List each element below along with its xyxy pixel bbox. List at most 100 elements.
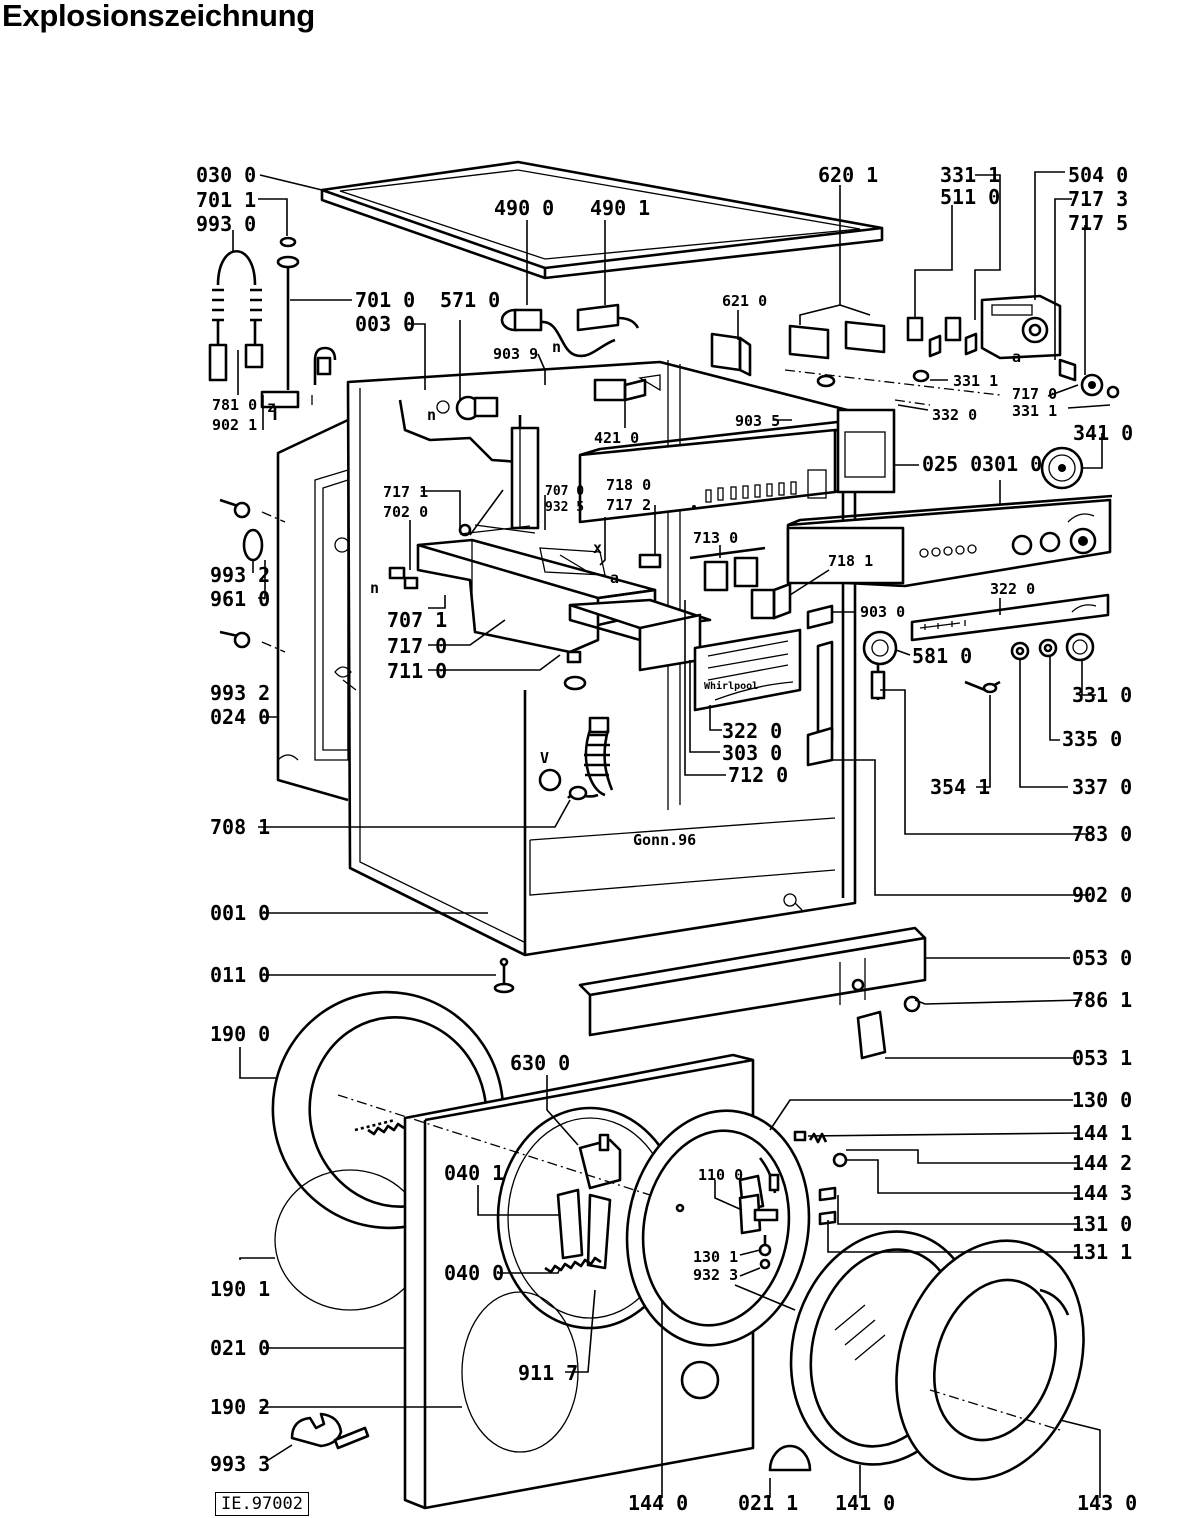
document-id-box: IE.97002	[215, 1492, 309, 1516]
decor-strip-drawing	[910, 593, 1110, 642]
mark-n1: n	[552, 338, 561, 356]
label-911-7: 911 7	[518, 1361, 578, 1385]
suppressor-drawing: n	[500, 303, 640, 358]
label-303-0: 303 0	[722, 741, 782, 765]
side-panel-drawing	[276, 418, 357, 802]
label-903-9: 903 9	[493, 345, 538, 363]
wrench-993-3-drawing	[290, 1412, 370, 1450]
label-331-1-top: 331 1	[940, 163, 1000, 187]
label-110-0: 110 0	[698, 1166, 743, 1184]
part-713-drawing	[638, 546, 766, 592]
label-011-0: 011 0	[210, 963, 270, 987]
mark-a2: a	[610, 569, 619, 587]
label-130-1: 130 1	[693, 1248, 738, 1266]
label-024-0: 024 0	[210, 705, 270, 729]
pressure-switch-571: n	[427, 395, 499, 424]
label-331-1-mid: 331 1	[953, 372, 998, 390]
label-717-1: 717 1	[383, 483, 428, 501]
label-001-0: 001 0	[210, 901, 270, 925]
hose-708-drawing: V	[538, 716, 614, 801]
construction-lines	[261, 399, 1061, 1431]
dispenser-housing-drawing: x a n	[370, 523, 657, 691]
label-040-1: 040 1	[444, 1161, 504, 1185]
mark-n2: n	[427, 406, 436, 424]
label-131-1: 131 1	[1072, 1240, 1132, 1264]
mark-a1: a	[1012, 348, 1021, 366]
label-025-0: 025 0	[922, 452, 982, 476]
label-141-0: 141 0	[835, 1491, 895, 1515]
label-713-0: 713 0	[693, 529, 738, 547]
manufacture-stamp: Gonn.96	[633, 831, 696, 849]
screws-993-2-drawing	[219, 498, 264, 649]
part-labels: 030 0 701 1 993 0 701 0 003 0 571 0 490 …	[196, 163, 1137, 1515]
bracket-783-drawing	[806, 640, 834, 767]
timer-block-drawing: a	[906, 294, 1120, 399]
page-title: Explosionszeichnung	[2, 0, 315, 33]
label-712-0: 712 0	[728, 763, 788, 787]
label-718-0: 718 0	[606, 476, 651, 494]
part-786-053-1-drawing	[856, 995, 921, 1060]
label-322-0-center: 322 0	[722, 719, 782, 743]
label-504-0: 504 0	[1068, 163, 1128, 187]
label-932-3: 932 3	[693, 1266, 738, 1284]
label-993-0: 993 0	[196, 212, 256, 236]
part-621-drawing	[710, 332, 752, 377]
foot-011-drawing	[493, 957, 515, 994]
label-711-0: 711 0	[387, 659, 447, 683]
label-701-0: 701 0	[355, 288, 415, 312]
label-144-0: 144 0	[628, 1491, 688, 1515]
part-354-drawing	[964, 680, 1001, 694]
kick-plate-053-drawing	[578, 926, 927, 1037]
label-781-0: 781 0	[212, 396, 257, 414]
label-143-0: 143 0	[1077, 1491, 1137, 1515]
door-ring-144-drawing	[625, 1109, 811, 1347]
label-335-0: 335 0	[1062, 727, 1122, 751]
label-717-0-mid: 717 0	[387, 634, 447, 658]
program-buttons	[919, 544, 977, 558]
label-030-0: 030 0	[196, 163, 256, 187]
label-701-1: 701 1	[196, 188, 256, 212]
label-144-3: 144 3	[1072, 1181, 1132, 1205]
label-718-1: 718 1	[828, 552, 873, 570]
front-panel-301-drawing	[786, 494, 1113, 588]
label-322-0-right: 322 0	[990, 580, 1035, 598]
label-903-0: 903 0	[860, 603, 905, 621]
label-717-5: 717 5	[1068, 211, 1128, 235]
mark-n-left: n	[370, 579, 379, 597]
label-786-1: 786 1	[1072, 988, 1132, 1012]
label-421-0: 421 0	[594, 429, 639, 447]
label-902-1: 902 1	[212, 416, 257, 434]
label-490-0: 490 0	[494, 196, 554, 220]
label-130-0: 130 0	[1072, 1088, 1132, 1112]
door-frame-143-drawing	[895, 1239, 1085, 1481]
spring-911-drawing	[367, 1122, 602, 1274]
label-717-2: 717 2	[606, 496, 651, 514]
pressure-switch-581	[862, 630, 898, 700]
hinge-040-drawing	[556, 1188, 612, 1270]
label-993-2-upper: 993 2	[210, 563, 270, 587]
label-717-3: 717 3	[1068, 187, 1128, 211]
label-053-1: 053 1	[1072, 1046, 1132, 1070]
label-903-5: 903 5	[735, 412, 780, 430]
label-190-2: 190 2	[210, 1395, 270, 1419]
label-301-0: 301 0	[982, 452, 1042, 476]
label-190-1: 190 1	[210, 1277, 270, 1301]
leader-lines	[232, 171, 1111, 1498]
door-handle-drawing	[738, 1193, 779, 1270]
cap-021-1-drawing	[768, 1444, 812, 1472]
mark-x: x	[593, 539, 602, 557]
label-511-0: 511 0	[940, 185, 1000, 209]
label-783-0: 783 0	[1072, 822, 1132, 846]
label-144-2: 144 2	[1072, 1151, 1132, 1175]
label-620-1: 620 1	[818, 163, 878, 187]
label-021-1: 021 1	[738, 1491, 798, 1515]
label-702-0: 702 0	[383, 503, 428, 521]
top-cover-drawing	[320, 160, 884, 280]
label-993-2-lower: 993 2	[210, 681, 270, 705]
part-718-1-drawing	[750, 582, 792, 620]
label-571-0: 571 0	[440, 288, 500, 312]
label-932-5: 932 5	[545, 500, 584, 515]
control-panel-025-drawing	[578, 408, 896, 524]
label-707-1: 707 1	[387, 608, 447, 632]
